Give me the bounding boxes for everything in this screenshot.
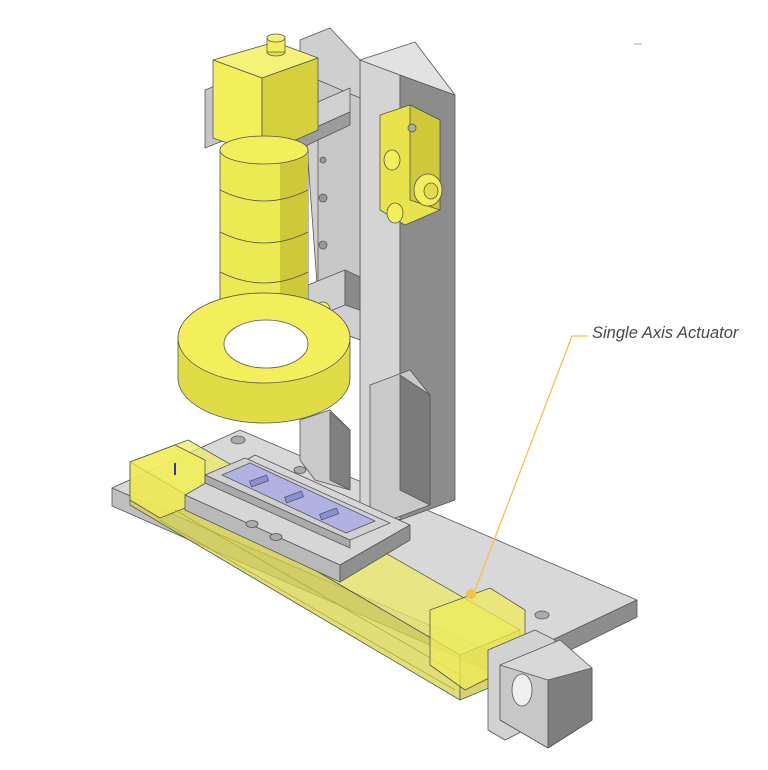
focus-adjuster [379, 104, 443, 226]
callout-leader [466, 335, 588, 599]
ring-light [177, 292, 351, 424]
callout-label-single-axis-actuator: Single Axis Actuator [592, 324, 739, 342]
stray-mark [634, 43, 642, 45]
camera-body [212, 33, 319, 156]
callout-dot-icon [466, 589, 476, 599]
stepper-motor [487, 629, 593, 749]
sample-stage [184, 454, 411, 583]
